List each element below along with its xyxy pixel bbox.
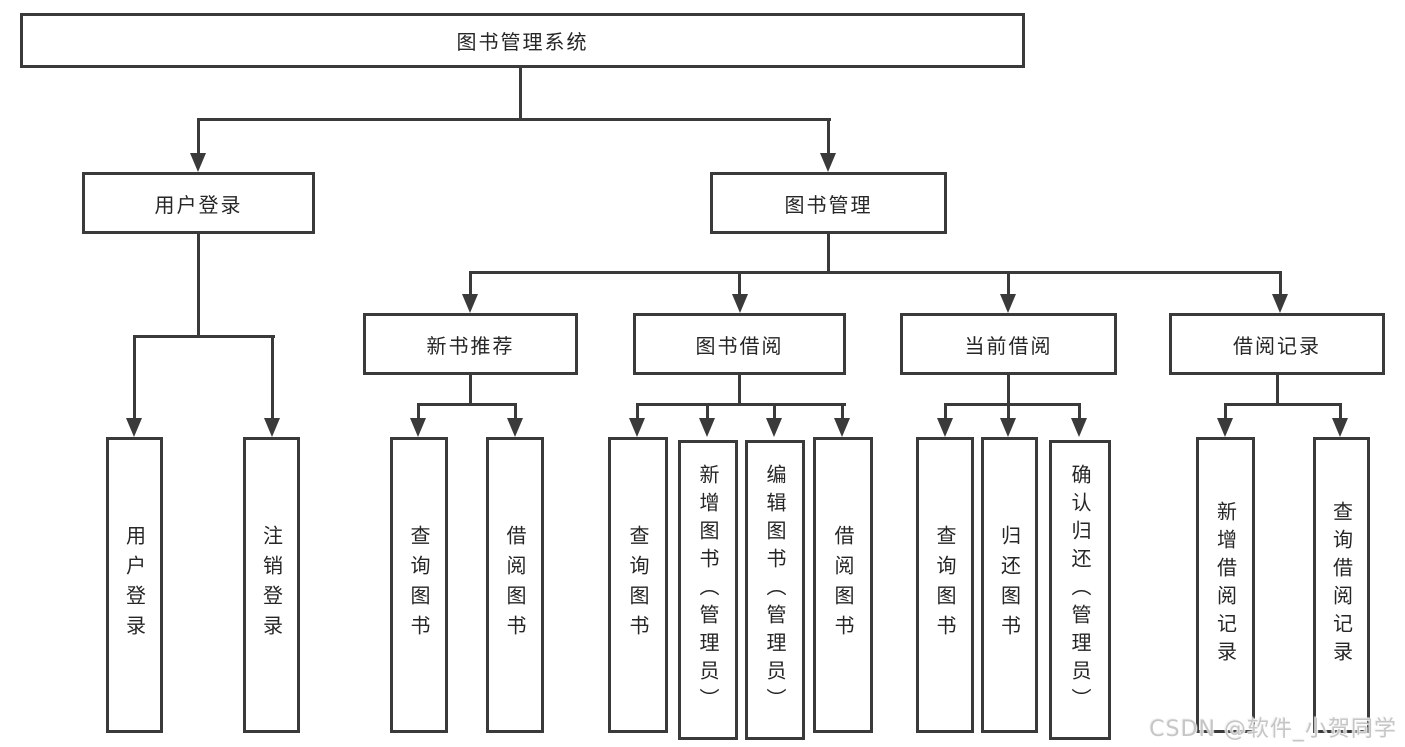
arrow-down-icon bbox=[126, 418, 142, 437]
leaf-add-books-admin: 新增图书（管理员） bbox=[678, 440, 738, 740]
node-book-management: 图书管理 bbox=[710, 172, 947, 234]
connector-line bbox=[1276, 375, 1279, 405]
connector-line bbox=[133, 335, 275, 338]
arrow-down-icon bbox=[410, 418, 426, 437]
arrow-down-icon bbox=[462, 294, 478, 313]
leaf-label: 新增图书（管理员） bbox=[696, 464, 720, 716]
connector-line bbox=[469, 375, 472, 405]
node-new-book-recommendation: 新书推荐 bbox=[363, 313, 578, 375]
leaf-label: 新增借阅记录 bbox=[1213, 501, 1238, 669]
connector-line bbox=[636, 403, 846, 406]
leaf-query-books-current: 查询图书 bbox=[916, 437, 974, 733]
leaf-label: 确认归还（管理员） bbox=[1068, 464, 1092, 716]
leaf-label: 编辑图书（管理员） bbox=[763, 464, 787, 716]
arrow-down-icon bbox=[1332, 418, 1348, 437]
connector-line bbox=[1339, 403, 1342, 419]
arrow-down-icon bbox=[820, 153, 836, 172]
arrow-down-icon bbox=[732, 294, 748, 313]
connector-line bbox=[1007, 403, 1010, 419]
connector-line bbox=[197, 118, 200, 155]
leaf-label: 查询借阅记录 bbox=[1329, 501, 1354, 669]
connector-line bbox=[514, 403, 517, 419]
leaf-return-books: 归还图书 bbox=[981, 437, 1038, 733]
node-library-management-system: 图书管理系统 bbox=[20, 13, 1025, 68]
connector-line bbox=[944, 403, 1081, 406]
leaf-user-login: 用户登录 bbox=[106, 437, 163, 733]
csdn-watermark: CSDN @软件_小贺同学 bbox=[1149, 717, 1397, 742]
arrow-down-icon bbox=[1217, 418, 1233, 437]
node-label: 图书借阅 bbox=[695, 333, 784, 358]
arrow-down-icon bbox=[766, 418, 782, 437]
node-label: 新书推荐 bbox=[426, 333, 515, 358]
leaf-label: 借阅图书 bbox=[503, 525, 527, 645]
leaf-confirm-return-admin: 确认归还（管理员） bbox=[1049, 440, 1111, 740]
leaf-label: 借阅图书 bbox=[831, 525, 855, 645]
node-book-borrowing: 图书借阅 bbox=[633, 313, 846, 375]
connector-line bbox=[773, 403, 776, 419]
leaf-label: 查询图书 bbox=[407, 525, 431, 645]
leaf-label: 用户登录 bbox=[122, 525, 147, 645]
leaf-query-borrow-record: 查询借阅记录 bbox=[1313, 437, 1370, 733]
leaf-logout: 注销登录 bbox=[243, 437, 300, 733]
arrow-down-icon bbox=[1272, 294, 1288, 313]
connector-line bbox=[1007, 271, 1010, 297]
leaf-query-books-borrowing: 查询图书 bbox=[608, 437, 668, 733]
leaf-add-borrow-record: 新增借阅记录 bbox=[1196, 437, 1255, 733]
arrow-down-icon bbox=[1000, 418, 1016, 437]
connector-line bbox=[469, 271, 1282, 274]
leaf-borrow-books-recommend: 借阅图书 bbox=[486, 437, 544, 733]
connector-line bbox=[738, 375, 741, 405]
connector-line bbox=[519, 68, 522, 120]
connector-line bbox=[944, 403, 947, 419]
arrow-down-icon bbox=[1071, 418, 1087, 437]
connector-line bbox=[827, 234, 830, 273]
leaf-label: 归还图书 bbox=[997, 525, 1022, 645]
connector-line bbox=[827, 118, 830, 155]
arrow-down-icon bbox=[834, 418, 850, 437]
arrow-down-icon bbox=[1000, 294, 1016, 313]
connector-line bbox=[1078, 403, 1081, 419]
arrow-down-icon bbox=[699, 418, 715, 437]
node-label: 当前借阅 bbox=[964, 333, 1053, 358]
connector-line bbox=[469, 271, 472, 297]
node-current-borrowing: 当前借阅 bbox=[900, 313, 1117, 375]
connector-line bbox=[738, 271, 741, 297]
node-borrowing-records: 借阅记录 bbox=[1169, 313, 1385, 375]
connector-line bbox=[1007, 375, 1010, 405]
leaf-edit-books-admin: 编辑图书（管理员） bbox=[745, 440, 805, 740]
arrow-down-icon bbox=[629, 418, 645, 437]
node-label: 借阅记录 bbox=[1233, 333, 1321, 358]
connector-line bbox=[197, 234, 200, 337]
connector-line bbox=[197, 118, 831, 121]
leaf-label: 查询图书 bbox=[626, 525, 650, 645]
connector-line bbox=[133, 335, 136, 419]
leaf-label: 查询图书 bbox=[933, 525, 957, 645]
leaf-query-books-recommend: 查询图书 bbox=[390, 437, 448, 733]
arrow-down-icon bbox=[190, 153, 206, 172]
node-label: 图书管理 bbox=[784, 192, 873, 217]
node-user-login: 用户登录 bbox=[82, 172, 315, 234]
connector-line bbox=[1279, 271, 1282, 297]
connector-line bbox=[417, 403, 420, 419]
arrow-down-icon bbox=[937, 418, 953, 437]
connector-line bbox=[417, 403, 517, 406]
leaf-borrow-books-borrowing: 借阅图书 bbox=[813, 437, 873, 733]
connector-line bbox=[271, 335, 274, 419]
connector-line bbox=[841, 403, 844, 419]
connector-line bbox=[1224, 403, 1227, 419]
leaf-label: 注销登录 bbox=[259, 525, 284, 645]
connector-line bbox=[1224, 403, 1342, 406]
connector-line bbox=[706, 403, 709, 419]
node-label: 用户登录 bbox=[154, 192, 243, 217]
connector-line bbox=[636, 403, 639, 419]
arrow-down-icon bbox=[264, 418, 280, 437]
arrow-down-icon bbox=[507, 418, 523, 437]
node-label: 图书管理系统 bbox=[456, 30, 589, 54]
